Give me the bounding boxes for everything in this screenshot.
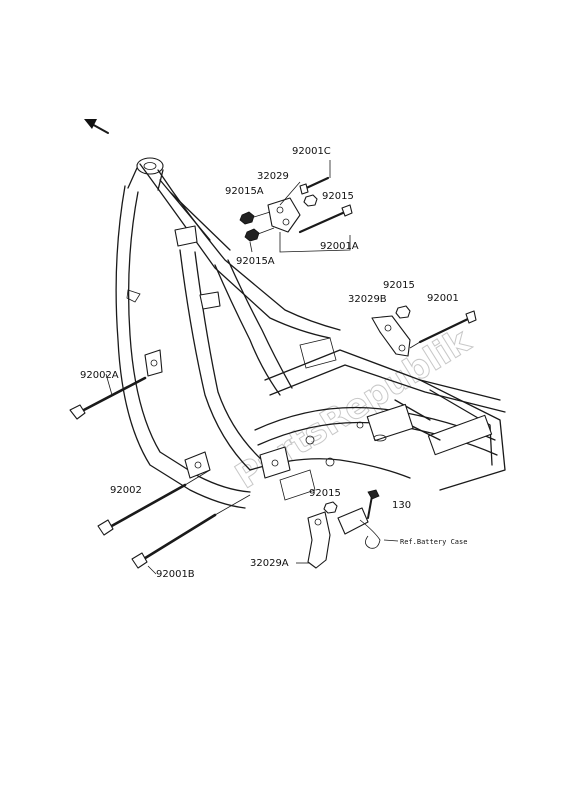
label-92001C: 92001C xyxy=(292,146,331,157)
arrow-up-left-icon xyxy=(84,119,109,134)
label-92002A: 92002A xyxy=(80,370,119,381)
label-130: 130 xyxy=(392,500,411,511)
label-92001: 92001 xyxy=(427,293,459,304)
engine-mount-bolts xyxy=(69,373,251,575)
label-ref-battery-case: Ref.Battery Case xyxy=(400,538,467,546)
label-32029B: 32029B xyxy=(348,294,387,305)
motorcycle-frame xyxy=(115,157,506,509)
label-92002: 92002 xyxy=(110,485,142,496)
label-92001B: 92001B xyxy=(156,569,195,580)
top-bracket-assembly xyxy=(239,160,353,253)
label-92001A: 92001A xyxy=(320,241,359,252)
label-32029A: 32029A xyxy=(250,558,289,569)
part-labels: 92001C 32029 92015A 92015 92015A 92001A … xyxy=(80,146,467,580)
label-92015A-top: 92015A xyxy=(225,186,264,197)
label-92015-top: 92015 xyxy=(322,191,354,202)
label-92015A-bottom: 92015A xyxy=(236,256,275,267)
label-32029: 32029 xyxy=(257,171,289,182)
right-bracket-assembly xyxy=(371,305,477,357)
label-92015-mid: 92015 xyxy=(383,280,415,291)
label-92015-low: 92015 xyxy=(309,488,341,499)
battery-bracket-assembly xyxy=(296,489,399,569)
